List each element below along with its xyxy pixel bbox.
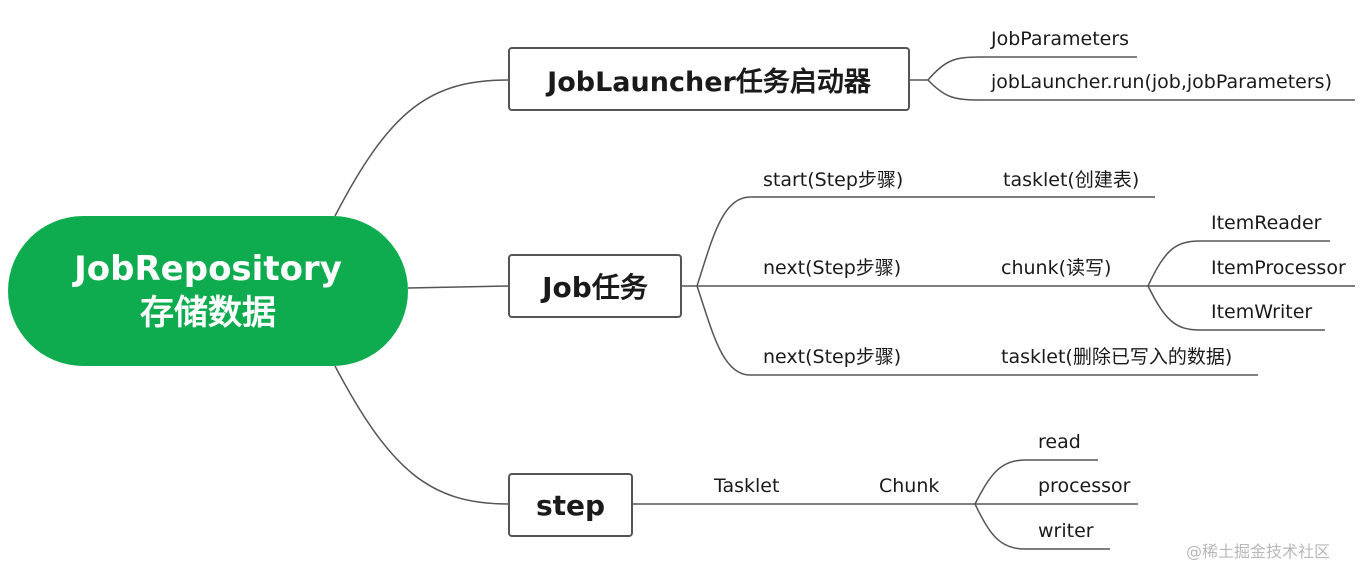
root-title: JobRepository — [74, 249, 342, 289]
node-job: Job任务 — [508, 254, 682, 318]
edge-launcher-params — [927, 56, 1137, 81]
root-node-jobrepository: JobRepository 存储数据 — [8, 216, 408, 366]
edge-chunk-reader — [1147, 240, 1330, 287]
label-processor: processor — [1038, 475, 1131, 497]
node-step: step — [508, 473, 633, 537]
edge-chunk-writer — [1147, 285, 1325, 331]
node-joblauncher: JobLauncher任务启动器 — [508, 47, 910, 111]
edge-root-job — [407, 285, 509, 289]
node-step-label: step — [535, 488, 606, 522]
label-step-start: start(Step步骤) — [763, 169, 904, 191]
label-chunk-readwrite: chunk(读写) — [1001, 257, 1112, 279]
label-chunk: Chunk — [879, 475, 940, 497]
label-writer: writer — [1038, 520, 1094, 542]
label-itemprocessor: ItemProcessor — [1211, 257, 1346, 279]
edge-step-read — [974, 459, 1098, 505]
edge-root-step — [334, 365, 509, 505]
label-tasklet-create: tasklet(创建表) — [1003, 169, 1140, 191]
edge-job-start — [682, 196, 1155, 287]
label-itemwriter: ItemWriter — [1211, 301, 1313, 323]
label-read: read — [1038, 431, 1081, 453]
label-step-next-2: next(Step步骤) — [763, 346, 902, 368]
label-tasklet: Tasklet — [714, 475, 780, 497]
edge-job-next2 — [696, 285, 1258, 376]
edge-step-writer — [974, 503, 1110, 550]
root-subtitle: 存储数据 — [140, 293, 276, 333]
node-job-label: Job任务 — [542, 271, 648, 304]
label-joblauncher-run: jobLauncher.run(job,jobParameters) — [991, 71, 1332, 93]
edge-launcher-run — [927, 79, 1355, 101]
node-joblauncher-label: JobLauncher任务启动器 — [547, 66, 871, 98]
label-jobparameters: JobParameters — [991, 28, 1130, 50]
label-itemreader: ItemReader — [1211, 212, 1322, 234]
edge-root-launcher — [334, 79, 509, 217]
watermark: @稀土掘金技术社区 — [1186, 542, 1331, 561]
label-tasklet-delete: tasklet(删除已写入的数据) — [1001, 346, 1233, 368]
label-step-next-1: next(Step步骤) — [763, 257, 902, 279]
